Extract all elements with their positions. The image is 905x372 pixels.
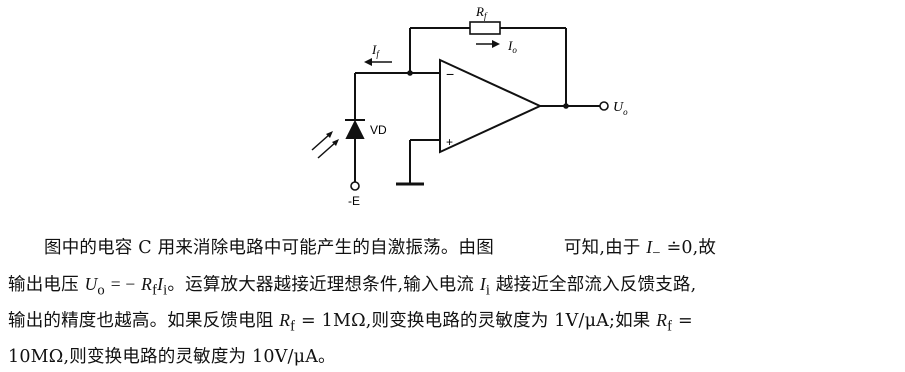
if-label: If bbox=[371, 42, 380, 59]
caption-text: 图中的电容 C 用来消除电路中可能产生的自激振荡。由图可知,由于 I− ≐0,故… bbox=[8, 232, 898, 372]
rf-label: Rf bbox=[475, 4, 488, 21]
caption-line-2: 输出电压 Uo = − RfIi。运算放大器越接近理想条件,输入电流 Ii 越接… bbox=[8, 273, 697, 299]
feedback-resistor bbox=[469, 21, 501, 35]
output-node bbox=[563, 103, 569, 109]
inverting-sign: − bbox=[446, 66, 454, 82]
supply-label: -E bbox=[348, 194, 360, 208]
circuit-diagram: Rf If Io Uo VD -E − + bbox=[311, 4, 628, 208]
op-amp-triangle bbox=[439, 58, 543, 154]
light-arrow-head-1 bbox=[326, 131, 333, 138]
light-ray-1 bbox=[311, 133, 331, 151]
caption-line-3: 输出的精度也越高。如果反馈电阻 Rf = 1MΩ,则变换电路的灵敏度为 1V/μ… bbox=[8, 310, 693, 335]
supply-terminal bbox=[350, 181, 360, 191]
light-arrow-head-2 bbox=[332, 139, 339, 146]
noninverting-sign: + bbox=[446, 135, 453, 149]
io-label: Io bbox=[507, 38, 517, 55]
output-terminal bbox=[599, 101, 609, 111]
diode-label: VD bbox=[370, 123, 387, 137]
io-arrow-head bbox=[492, 40, 500, 48]
light-ray-2 bbox=[317, 141, 337, 159]
inverting-node bbox=[407, 70, 413, 76]
output-label: Uo bbox=[613, 100, 628, 117]
caption-line-1: 图中的电容 C 用来消除电路中可能产生的自激振荡。由图可知,由于 I− ≐0,故 bbox=[44, 237, 717, 262]
photodiode-triangle bbox=[345, 119, 365, 139]
if-arrow-head bbox=[364, 58, 372, 66]
